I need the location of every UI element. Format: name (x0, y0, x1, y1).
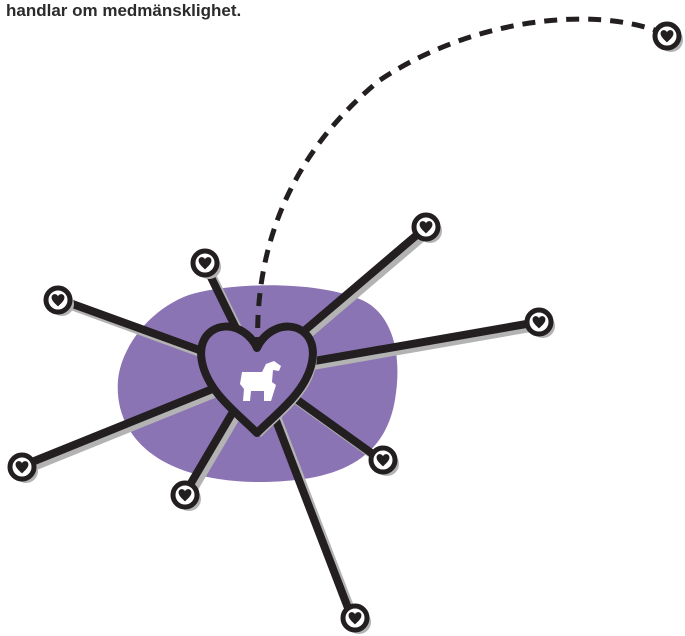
dala-horse-icon (240, 361, 281, 401)
heart-node-icon (7, 452, 38, 483)
heart-node-icon (340, 603, 371, 634)
heart-nodes (7, 21, 683, 634)
heart-node-icon (652, 21, 683, 52)
center-heart (197, 322, 317, 437)
heart-node-icon (170, 480, 201, 511)
caption-text: handlar om medmänsklighet. (6, 1, 242, 20)
heart-node-icon (524, 307, 555, 338)
heart-node-icon (368, 445, 399, 476)
heart-node-icon (43, 285, 74, 316)
heart-node-icon (190, 248, 221, 279)
heart-node-icon (411, 212, 442, 243)
